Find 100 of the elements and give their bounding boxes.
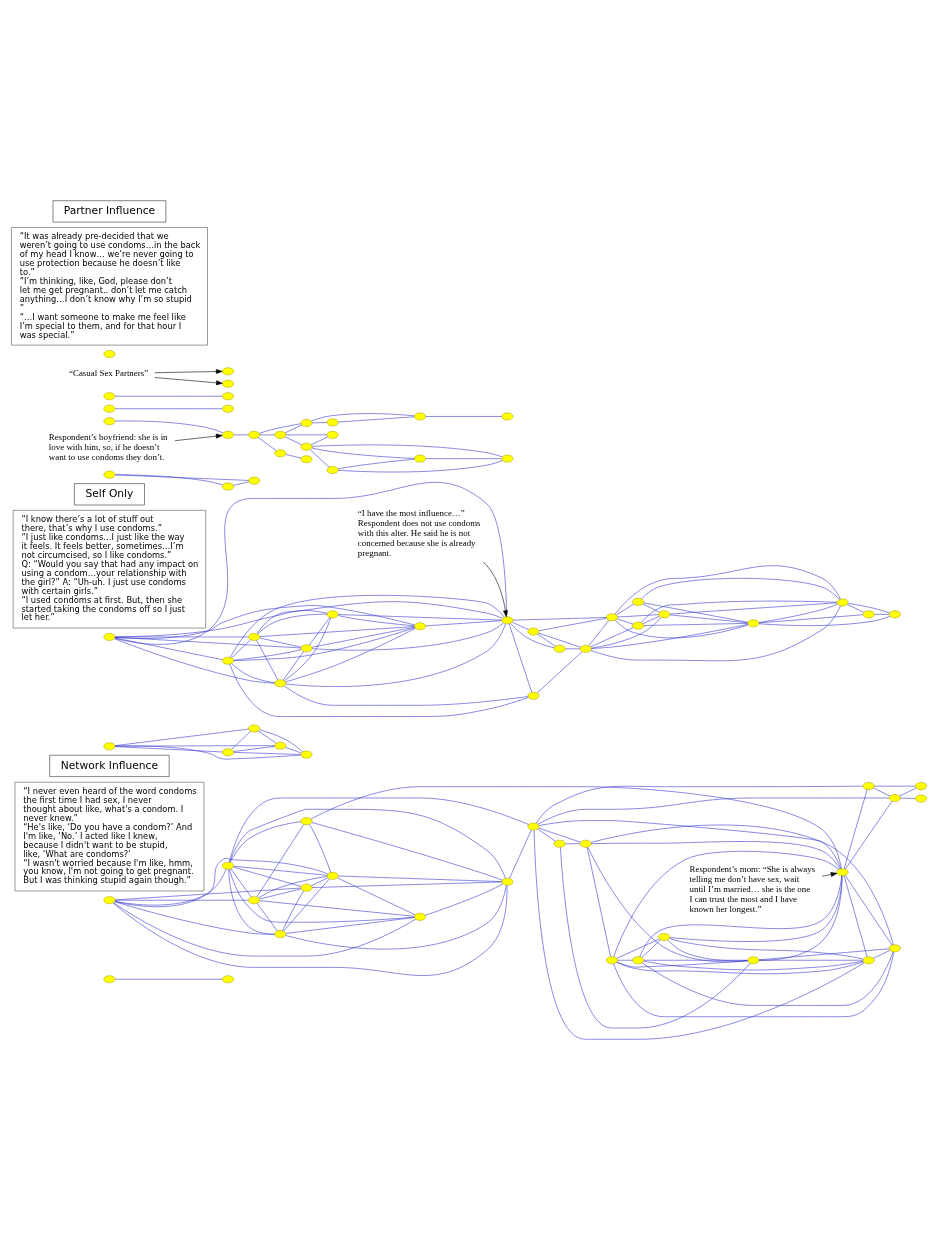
connector	[311, 444, 503, 458]
node-ellipse	[500, 412, 513, 421]
node-ellipse	[221, 656, 234, 665]
node-box: “I know there’s a lot of stuff out there, that’s why I use condoms.” “I just like condoms…I just like the way it feels. It feels better, sometimes…I’m not circumcised, so I like condoms.” Q: “Would you say that had any impact on using a condom…your relationship with the girl?” A: “Uh-uh. I just use condoms with certain girls.” “I used condoms at first. But, then she started taking the condoms off so I just let her.”	[12, 510, 206, 629]
connector	[114, 474, 249, 481]
connector	[114, 746, 223, 753]
connector	[114, 605, 415, 639]
connector	[640, 939, 661, 958]
node-ellipse	[103, 633, 115, 641]
node-ellipse	[527, 822, 539, 831]
connector	[283, 685, 528, 706]
node-ellipse	[914, 782, 927, 790]
connector	[232, 866, 301, 887]
arrow	[174, 433, 222, 441]
node-ellipse	[500, 616, 513, 625]
connector	[284, 436, 302, 446]
connector	[843, 789, 867, 870]
connector	[311, 626, 415, 648]
node-ellipse	[631, 598, 644, 606]
node-ellipse	[836, 868, 848, 877]
connector	[424, 620, 502, 627]
connector	[113, 901, 275, 935]
node-box: “I never even heard of the word condoms the first time I had sex, I never thought about like, what's a condom. I never knew.” “He's like, ‘Do you have a condom?’ And I'm like, ‘No.’ I acted like I knew, because I didn't want to be stupid, like, ‘What are condoms?’ “I wasn't worried because I'm like, hmm, you know, I'm not going to get pregnant. But I was thinking stupid again though.”	[14, 781, 204, 892]
node-text: “Casual Sex Partners”	[68, 367, 148, 378]
connector	[311, 822, 502, 881]
connector	[844, 800, 892, 870]
node-ellipse	[103, 975, 115, 984]
connector	[668, 938, 863, 960]
connector	[846, 604, 864, 613]
node-ellipse	[221, 748, 234, 757]
connector	[615, 961, 864, 975]
connector	[311, 422, 327, 424]
connector	[311, 881, 502, 888]
connector	[114, 636, 249, 638]
connector	[259, 900, 415, 917]
connector	[230, 868, 251, 898]
node-ellipse	[247, 896, 260, 905]
node-ellipse	[527, 691, 539, 700]
connector	[873, 614, 889, 615]
node-ellipse	[221, 482, 234, 491]
connector	[872, 787, 890, 797]
node-ellipse	[413, 454, 426, 463]
connector	[257, 613, 327, 635]
arrow	[482, 561, 508, 617]
connector	[114, 899, 249, 901]
connector	[113, 638, 275, 684]
connector	[311, 622, 504, 651]
node-ellipse	[527, 627, 539, 636]
connector	[336, 877, 415, 916]
node-ellipse	[553, 839, 566, 848]
connector	[844, 875, 892, 946]
connector	[114, 728, 249, 746]
node-ellipse	[103, 350, 115, 358]
connector	[228, 809, 506, 879]
connector	[258, 888, 301, 900]
connector	[230, 730, 251, 750]
node-ellipse	[326, 418, 339, 427]
connector	[588, 620, 609, 646]
node-box: “It was already pre-decided that we weren’t going to use condoms…in the back of my head I know… we’re never going to use protection because he doesn’t like to.” “I’m thinking, like, God, please don’t let me get pregnant.. don’t let me catch anything…I don’t know why I’m so stupid ” “…I want someone to make me feel like I’m special to them, and for that hour I was special.”	[10, 227, 208, 346]
connector	[114, 868, 226, 906]
connector	[616, 614, 659, 618]
node-box: Network Influence	[48, 754, 169, 777]
connector	[586, 847, 611, 957]
node-ellipse	[888, 794, 901, 802]
connector	[537, 827, 581, 843]
connector	[642, 602, 748, 623]
connector	[232, 865, 327, 876]
node-ellipse	[631, 621, 644, 630]
connector	[538, 820, 841, 870]
node-ellipse	[300, 419, 312, 427]
node-ellipse	[300, 455, 312, 464]
connector	[229, 663, 529, 717]
connector	[257, 437, 277, 452]
connector	[559, 847, 750, 1029]
connector	[258, 423, 301, 434]
connector	[228, 869, 415, 923]
node-ellipse	[221, 367, 234, 376]
connector	[669, 875, 842, 942]
node-ellipse	[247, 476, 260, 485]
node-box: Self Only	[73, 483, 145, 506]
connector	[758, 948, 889, 961]
connector	[256, 903, 278, 932]
connector	[284, 454, 301, 459]
connector	[612, 951, 894, 1017]
node-ellipse	[553, 644, 566, 653]
connector	[536, 651, 582, 694]
connector	[587, 846, 748, 963]
connector	[337, 615, 414, 627]
node-ellipse	[500, 877, 513, 886]
node-ellipse	[221, 975, 234, 984]
connector	[114, 887, 301, 901]
connector	[669, 614, 748, 624]
connector	[511, 621, 529, 630]
connector	[535, 785, 863, 824]
connector	[536, 633, 556, 647]
connector	[114, 636, 301, 649]
connector	[309, 449, 329, 468]
connector	[642, 623, 748, 626]
node-text: “I have the most influence…” Respondent does not use condoms with this alter. He said he is not concerned because she is already pregnant.	[357, 507, 481, 559]
connector	[257, 730, 276, 744]
